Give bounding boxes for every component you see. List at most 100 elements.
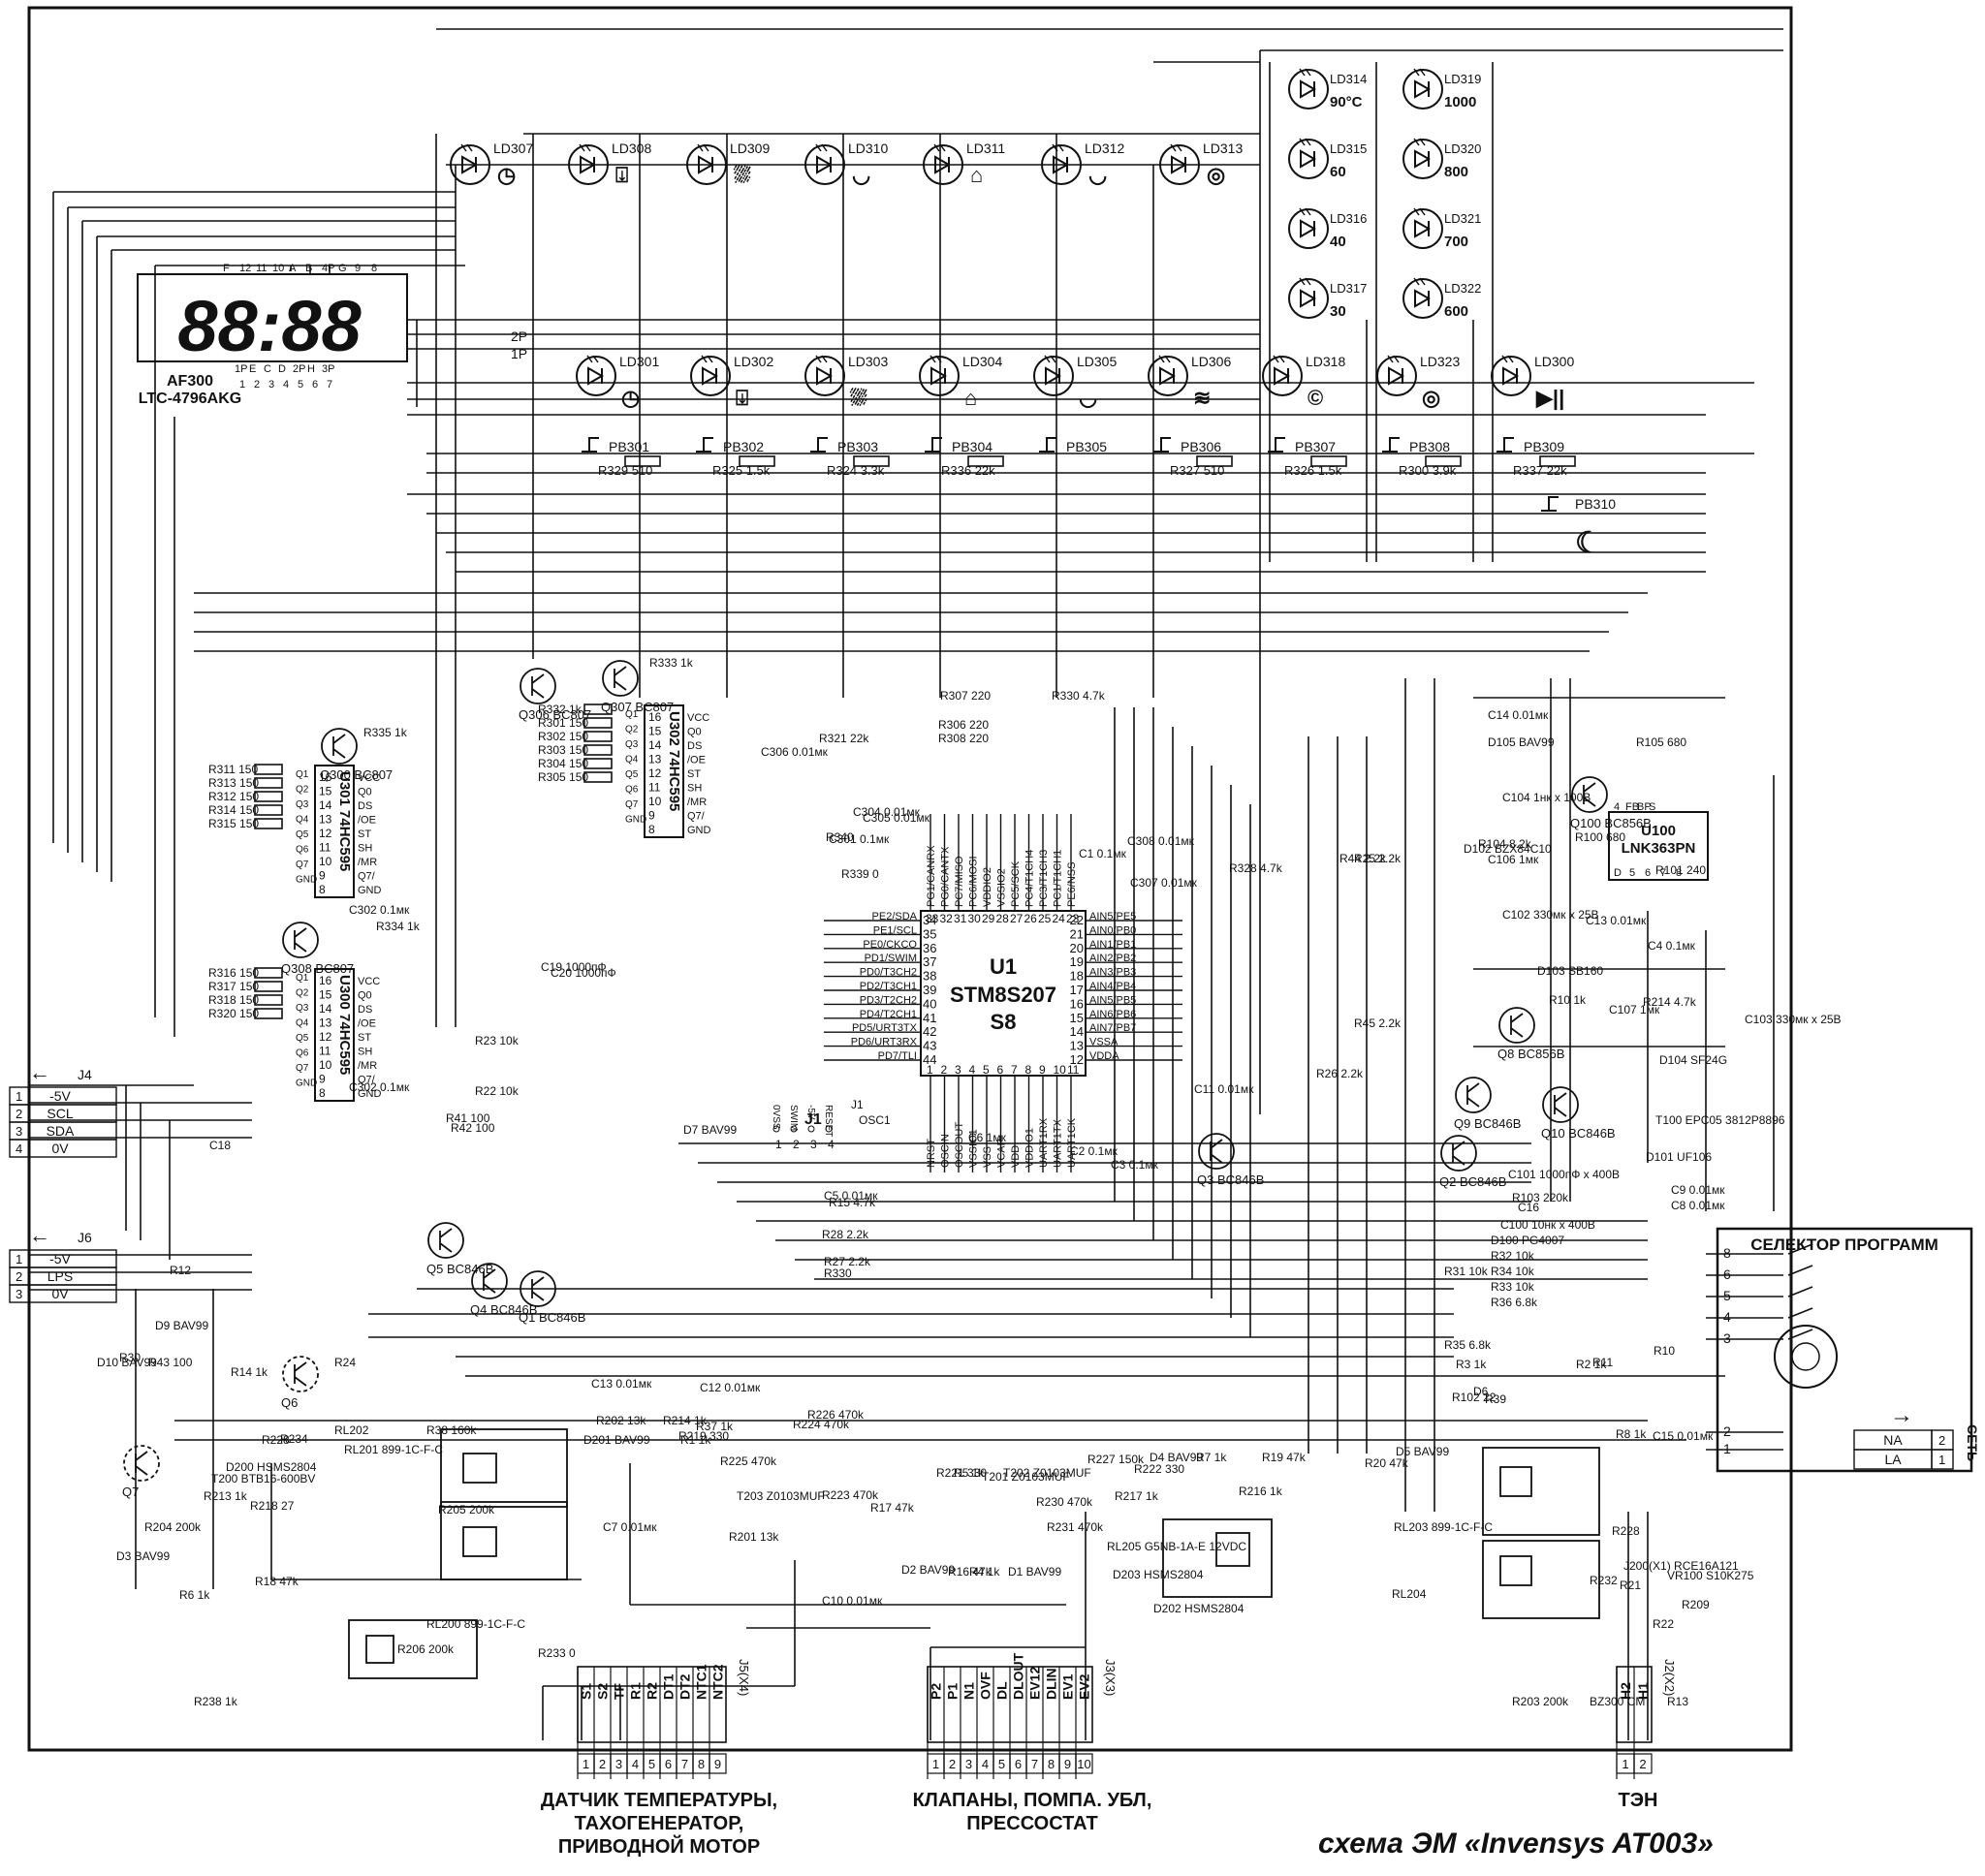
led-circle [1402, 139, 1443, 179]
component-label: R308 220 [938, 732, 989, 745]
display-bottom-pin: 2P [293, 363, 305, 375]
light-rays-icon [1413, 68, 1426, 77]
component-label: C9 0.01мк [1671, 1183, 1725, 1197]
component-label: C305 0.01мк [863, 811, 930, 825]
component-label: C16 [1518, 1201, 1539, 1214]
component-label: C100 10нк x 400В [1500, 1218, 1595, 1232]
transistor-label: Q307 BC807 [601, 700, 674, 714]
component-label: R26 2.2k [1316, 1067, 1364, 1080]
connector-pin-sig: S1 [579, 1683, 594, 1700]
push-button-icon [810, 437, 828, 453]
diode-icon [702, 366, 719, 386]
arrow-right-icon: → [1890, 1402, 1913, 1428]
transistor-q8: Q8 BC856B [1497, 1007, 1564, 1061]
caption-j2: ТЭН [1599, 1789, 1677, 1812]
component-label: C4 0.1мк [1648, 939, 1696, 953]
transistor-q307: Q307 BC807 [601, 660, 674, 714]
led-circle [1041, 144, 1082, 185]
button-resistor [967, 455, 1004, 467]
led-symbol-icon: ▶|| [1535, 386, 1564, 410]
led-symbol-icon: © [1308, 386, 1323, 410]
j1-pin-sig: -5V [805, 1105, 816, 1120]
component-label: R11 [1592, 1356, 1613, 1369]
sr-pin-right: ST [358, 1032, 371, 1044]
connector-cell [1931, 1449, 1954, 1470]
component-label: VR100 S10K275 [1667, 1569, 1754, 1582]
connector-pin-sig: R1 [628, 1682, 644, 1700]
led-circle [1288, 208, 1329, 249]
mcu-pin-num: 5 [983, 1063, 990, 1077]
connector-pin-num: 1 [583, 1757, 589, 1771]
component-label: R5 1k [954, 1466, 985, 1480]
component-label: R104 8.2k [1478, 837, 1532, 851]
connector-pin-num: 8 [698, 1757, 705, 1771]
display-pin-number: 5 [298, 379, 303, 391]
psu-pin: 7 [1660, 867, 1666, 879]
transistor-body [1498, 1007, 1535, 1044]
led-ref: LD312 [1085, 141, 1124, 156]
component-label: R22 10k [475, 1084, 520, 1098]
led-symbol-icon: ◎ [1207, 163, 1225, 187]
button-resistor-label: R326 1.5k [1284, 463, 1342, 478]
board-outline [27, 6, 1793, 1752]
component-label: R19 47k [1262, 1451, 1307, 1464]
light-rays-icon [1299, 207, 1311, 216]
sr-pin-right: SH [687, 783, 702, 795]
component-label: R224 470k [793, 1418, 850, 1431]
sr-pin-right: /OE [358, 1018, 376, 1030]
transistor-q2: Q2 BC846B [1439, 1135, 1506, 1189]
transistor-icon [439, 1228, 453, 1253]
component-label: R27 2.2k [824, 1255, 871, 1268]
led-symbol-icon: ⛆ [849, 386, 867, 410]
transistor-label: Q2 BC846B [1439, 1174, 1506, 1189]
component-label: R225 470k [720, 1454, 777, 1468]
transistor-q6: Q6 [281, 1356, 319, 1410]
light-rays-icon [1413, 138, 1426, 146]
mcu-pin-num: 2 [941, 1063, 948, 1077]
mcu-pin-sig: PC3/T1CH3 [1038, 850, 1050, 907]
connector-pin-num: 2 [16, 1107, 22, 1121]
transistor-q306: Q306 BC807 [519, 668, 591, 722]
sr-pin-right: Q0 [687, 727, 702, 738]
mcu-pin-sig: PG1/CANRX [926, 845, 937, 907]
mcu-pin-num: 23 [1066, 912, 1080, 925]
mcu-pin-num: 22 [1070, 913, 1084, 927]
mcu-pin-num: 44 [923, 1052, 936, 1067]
led-ref: LD321 [1444, 211, 1481, 226]
connector-pin-num: 8 [1048, 1757, 1055, 1771]
component-label: J200(X1) RCE16A121 [1623, 1559, 1739, 1573]
sr-pin-num: 12 [319, 1030, 332, 1044]
component-label: R16 47k [948, 1565, 992, 1579]
led-ld306 [1148, 355, 1188, 396]
mcu-pin-sig: AIN3/PB3 [1089, 967, 1136, 979]
transistor-body [602, 660, 639, 697]
component-label: R100 680 [1575, 830, 1625, 844]
sr-resistor-label: R332 1k [538, 703, 583, 716]
transistor-q300: Q300 BC807 [320, 728, 393, 782]
connector-pin-num: 1 [1938, 1453, 1945, 1467]
psu-ref: U100 [1641, 823, 1676, 839]
switch-contact-icon [1787, 1307, 1813, 1319]
sr-pin-left: Q3 [625, 739, 639, 750]
component-label: R3 1k [1456, 1358, 1487, 1371]
component-label: C11 0.01мк [1194, 1082, 1254, 1096]
component-label: T203 Z0103MUF [737, 1489, 825, 1503]
component-label: RL201 899-1C-F-C [344, 1443, 443, 1456]
connector-pin-sig: NTC1 [694, 1664, 709, 1700]
diode-icon [580, 155, 597, 174]
component-label: D9 BAV99 [155, 1319, 208, 1332]
component-label: D103 SB160 [1537, 964, 1603, 978]
led-symbol-icon: ◷ [497, 163, 516, 187]
led-ref: LD305 [1077, 354, 1117, 369]
mcu-pin-sig: VSS [982, 1146, 993, 1168]
component-label: R20 47k [1365, 1456, 1409, 1470]
component-label: R233 0 [538, 1646, 576, 1660]
led-ld308 [568, 143, 609, 185]
led-ld320 [1402, 138, 1443, 179]
transistor-label: Q5 BC846B [426, 1262, 493, 1276]
mcu-pin-num: 14 [1070, 1024, 1084, 1039]
component-label: R38 160k [426, 1423, 477, 1437]
push-button-icon [1541, 496, 1559, 512]
